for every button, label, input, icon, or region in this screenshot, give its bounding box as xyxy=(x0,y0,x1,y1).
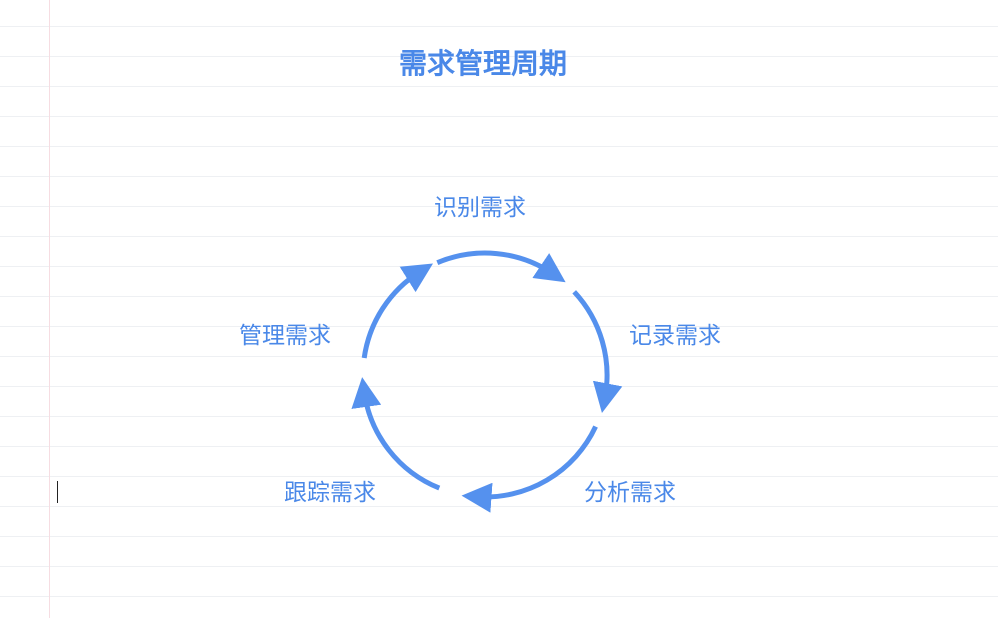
stage-label-manage: 管理需求 xyxy=(239,323,331,349)
arrow-record-to-analyze xyxy=(572,290,623,414)
arrow-manage-to-identify xyxy=(361,263,434,359)
stage-label-identify: 识别需求 xyxy=(434,195,526,221)
arrow-identify-to-record xyxy=(436,250,566,283)
arrow-track-to-manage xyxy=(351,377,441,491)
stage-label-analyze: 分析需求 xyxy=(584,480,676,506)
stage-label-track: 跟踪需求 xyxy=(284,480,376,506)
stage-label-record: 记录需求 xyxy=(629,323,721,349)
diagram-title: 需求管理周期 xyxy=(398,47,567,80)
page-margin-line xyxy=(49,0,50,618)
arrow-analyze-to-track xyxy=(461,425,598,513)
cycle-arrows xyxy=(351,250,623,513)
text-cursor xyxy=(57,481,58,503)
